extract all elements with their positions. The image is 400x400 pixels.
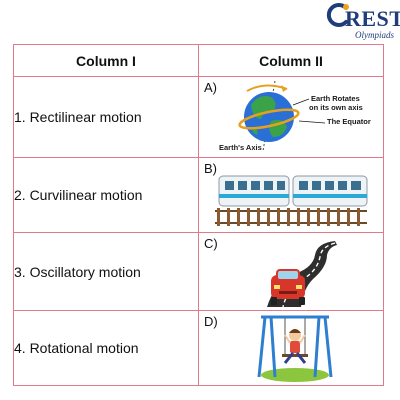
crest-logo: REST Olympiads [325,0,400,46]
table-row: 4. Rotational motion D) [13,310,384,386]
child-on-swing-illustration [257,315,333,382]
option-cell: B) [198,157,384,233]
option-letter: A) [204,80,217,95]
earth-rotates-label: Earth Rotates [311,94,360,103]
option-cell: D) [198,310,384,386]
option-letter: C) [204,236,218,251]
logo-wordmark: REST [345,6,400,31]
train-on-track-illustration [215,175,368,226]
option-cell: C) [198,232,384,311]
column-2-header: Column II [198,44,384,77]
column-1-header: Column I [13,44,199,77]
option-letter: B) [204,161,217,176]
table-row: 2. Curvilinear motion B) [13,157,384,233]
own-axis-label: on its own axis [309,103,363,112]
car-on-winding-road-illustration [267,241,337,308]
logo-subtitle: Olympiads [355,30,394,40]
motion-item: 3. Oscillatory motion [13,232,199,311]
crest-c-emblem-icon [326,3,349,27]
motion-item: 1. Rectilinear motion [13,76,199,158]
motion-item: 2. Curvilinear motion [13,157,199,233]
table-header-row: Column I Column II [13,44,384,77]
rotating-earth-illustration: Earth Rotates on its own axis The Equato… [219,80,371,152]
motion-item: 4. Rotational motion [13,310,199,386]
table-row: 3. Oscillatory motion C) [13,232,384,311]
equator-label: The Equator [327,117,371,126]
earth-axis-label: Earth's Axis [219,143,262,152]
option-cell: A) Earth Rotates on its own axis T [198,76,384,158]
table-row: 1. Rectilinear motion A) Earth Rotates [13,76,384,158]
option-letter: D) [204,314,218,329]
match-table: Column I Column II 1. Rectilinear motion… [13,44,384,386]
